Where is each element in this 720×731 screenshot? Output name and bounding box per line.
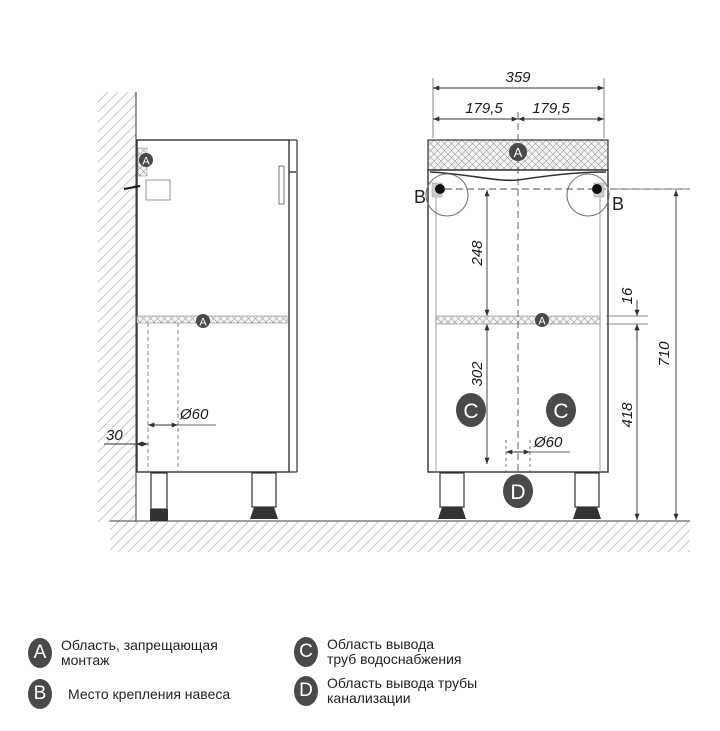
wall-offset-label: 30 xyxy=(106,427,123,444)
wall-and-floor xyxy=(98,92,690,552)
hanger-zone-left xyxy=(425,173,469,217)
side-marker-a-shelf xyxy=(196,314,210,328)
side-marker-a-top-label: A xyxy=(142,156,150,168)
side-front-leg-foot xyxy=(250,507,278,519)
side-view: A A Ø60 30 xyxy=(104,139,298,521)
half-right-label: 179,5 xyxy=(532,100,570,117)
half-left-label: 179,5 xyxy=(465,100,503,117)
front-pipe-diameter-label: Ø60 xyxy=(533,434,563,451)
side-rear-leg xyxy=(150,472,168,510)
front-leg-left xyxy=(439,472,465,508)
front-marker-c-right-label: C xyxy=(553,400,568,423)
wall-hatch xyxy=(98,92,136,522)
front-marker-c-right xyxy=(546,393,576,427)
side-handle xyxy=(278,165,285,205)
floor-hatch xyxy=(110,522,690,552)
front-marker-d xyxy=(503,474,533,508)
height-total-label: 710 xyxy=(656,341,673,367)
shelf-thickness-label: 16 xyxy=(619,287,636,304)
front-leg-right xyxy=(574,472,600,508)
front-dimensions: 359 179,5 179,5 248 302 Ø60 16 418 710 xyxy=(432,69,690,520)
front-marker-b-right: B xyxy=(612,194,624,214)
front-leg-left-foot xyxy=(438,507,466,519)
width-total-label: 359 xyxy=(505,69,531,86)
side-hanger-hook xyxy=(123,184,141,191)
side-pipe-diameter-label: Ø60 xyxy=(179,406,209,423)
side-rear-leg-foot xyxy=(150,509,168,521)
front-marker-a-top xyxy=(509,143,527,161)
front-marker-a-shelf-label: A xyxy=(538,316,546,328)
side-marker-a-shelf-label: A xyxy=(199,317,207,329)
front-marker-a-shelf xyxy=(535,313,549,327)
lower-gap-label: 302 xyxy=(469,361,486,387)
front-marker-d-label: D xyxy=(510,481,525,504)
side-hanger-bracket xyxy=(145,179,171,201)
side-cabinet-body xyxy=(136,139,290,473)
lower-height-label: 418 xyxy=(619,402,636,428)
side-shelf-restricted-zone xyxy=(136,315,288,324)
hanger-zone-right xyxy=(566,173,610,217)
side-front-leg xyxy=(251,472,277,508)
hanger-point-right xyxy=(592,184,602,194)
front-marker-a-top-label: A xyxy=(514,145,523,160)
front-marker-c-left xyxy=(456,393,486,427)
side-marker-a-top xyxy=(139,153,153,167)
hanger-point-left xyxy=(435,184,445,194)
upper-gap-label: 248 xyxy=(469,240,486,267)
front-leg-right-foot xyxy=(573,507,601,519)
front-view: B B A A C C D xyxy=(414,112,690,519)
front-marker-b-left: B xyxy=(414,187,426,207)
front-marker-c-left-label: C xyxy=(463,400,478,423)
